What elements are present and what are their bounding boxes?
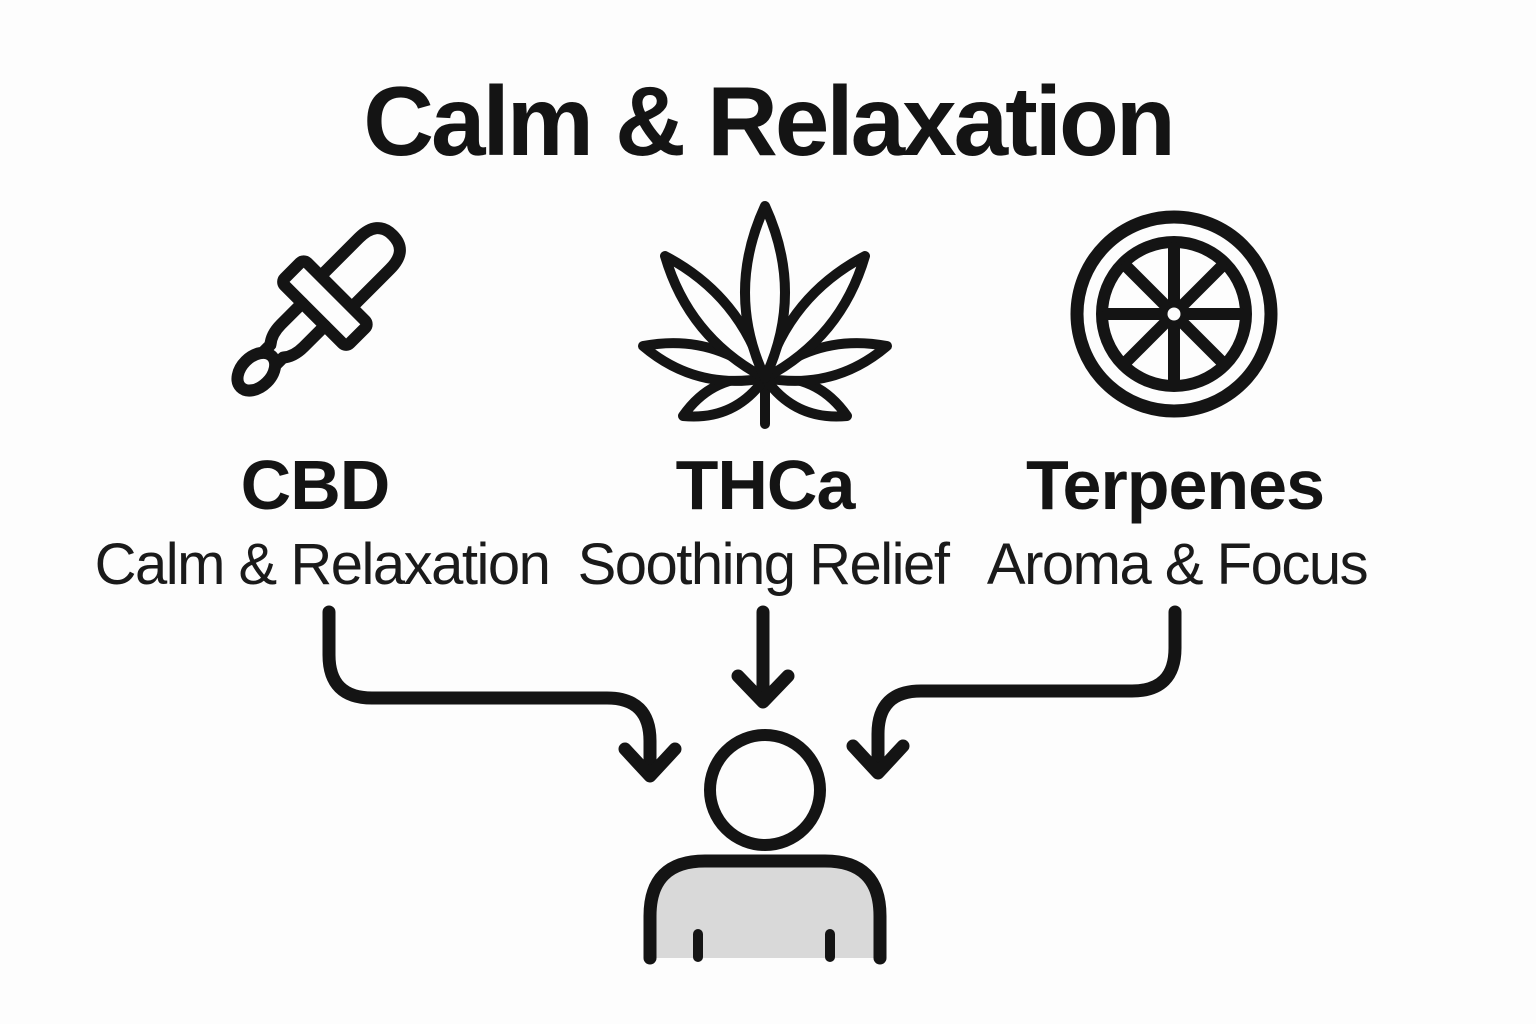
ingredient-heading-terpenes: Terpenes <box>1025 446 1325 524</box>
ingredient-subheading-terpenes: Aroma & Focus <box>986 532 1369 597</box>
citrus-slice-icon <box>1070 210 1278 418</box>
citrus-hub-center <box>1167 307 1181 321</box>
arrowhead-center-icon <box>731 669 795 709</box>
page-title: Calm & Relaxation <box>363 66 1175 176</box>
dropper-drop-tip <box>231 346 282 397</box>
person-torso <box>643 854 887 965</box>
person-head <box>704 729 826 851</box>
leaf-center <box>740 201 790 383</box>
dropper-icon <box>231 222 406 397</box>
ingredient-heading-thca: THCa <box>675 446 856 524</box>
flow-arrow-center <box>731 605 795 709</box>
person-icon <box>643 729 887 965</box>
arrowhead-left-icon <box>618 742 682 783</box>
dropper-tube-right <box>270 319 331 370</box>
dropper-collar <box>277 255 373 351</box>
citrus-outer-rind <box>1070 210 1278 418</box>
dropper-bulb <box>313 222 406 315</box>
dropper-tube-left <box>258 297 309 358</box>
ingredient-heading-cbd: CBD <box>240 446 391 524</box>
arrowhead-right-icon <box>846 739 910 780</box>
flow-arrow-right <box>846 605 1182 780</box>
cannabis-leaf-icon <box>638 201 892 429</box>
ingredient-subheading-thca: Soothing Relief <box>577 532 950 597</box>
ingredient-subheading-cbd: Calm & Relaxation <box>94 532 551 597</box>
flow-arrow-left <box>322 605 682 783</box>
person-torso-lines <box>693 929 835 962</box>
